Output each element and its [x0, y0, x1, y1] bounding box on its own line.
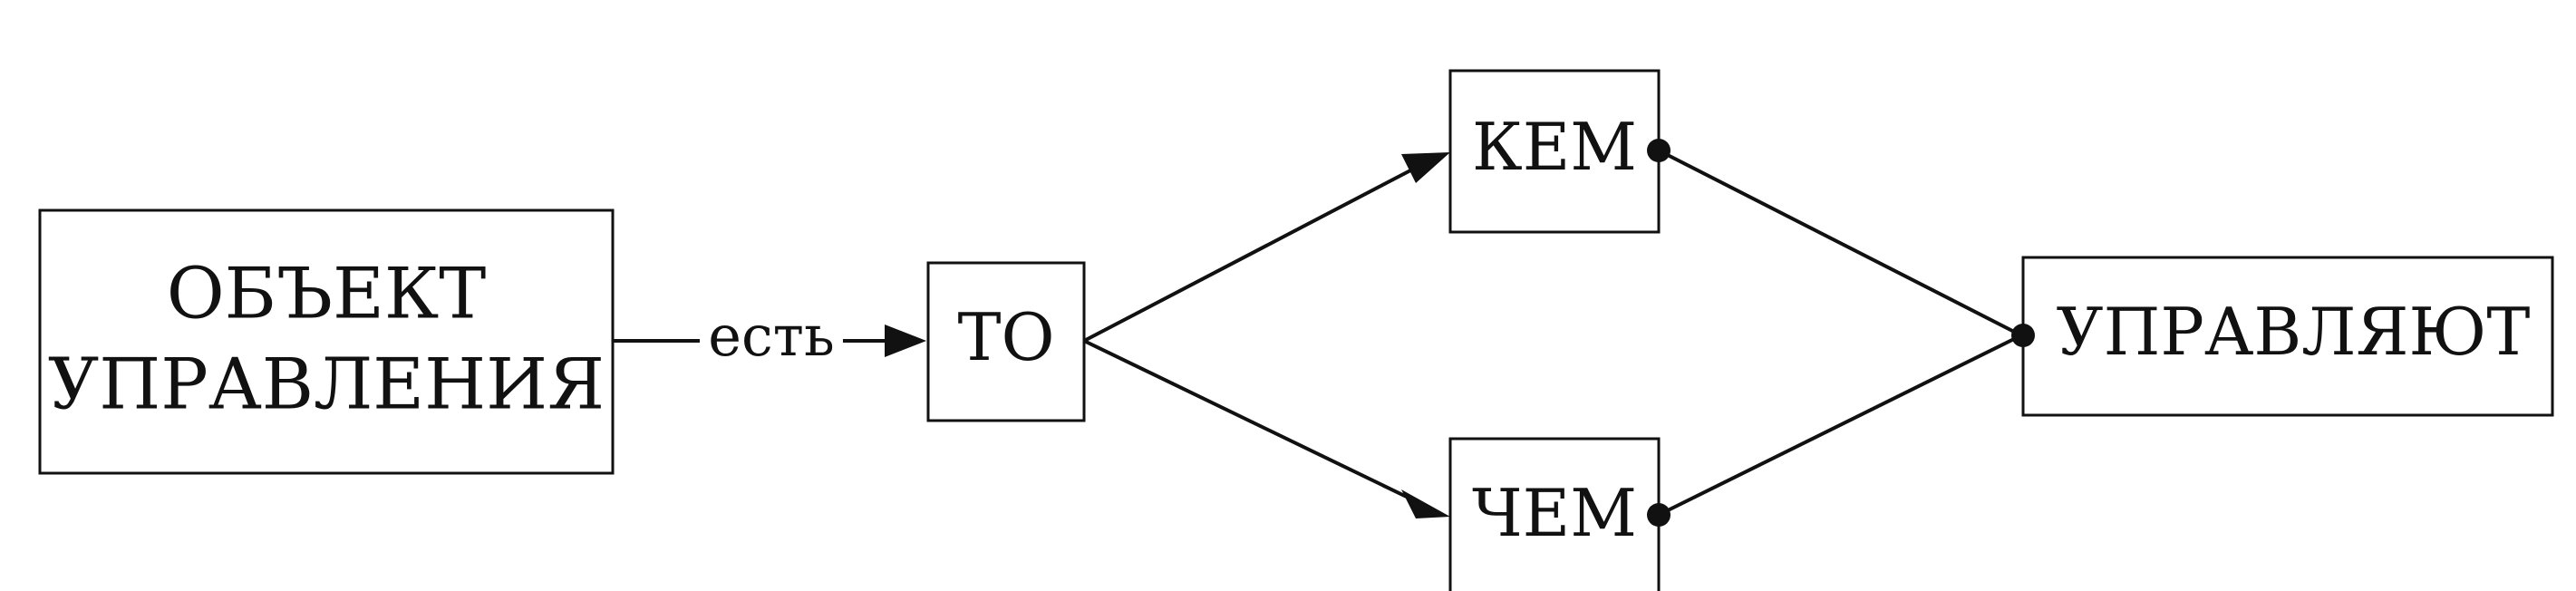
arrowhead-to [885, 325, 926, 357]
arrowhead-kem [1401, 152, 1450, 183]
node-upravlyayut-label: УПРАВЛЯЮТ [2057, 294, 2531, 370]
edge-chem-upravlyayut [1658, 334, 2022, 517]
node-object-line1: ОБЪЕКТ [167, 254, 487, 335]
node-object-box [38, 208, 615, 475]
node-upravlyayut: УПРАВЛЯЮТ [2011, 256, 2554, 417]
node-kem: КЕМ [1448, 69, 1671, 234]
node-object-line2: УПРАВЛЕНИЯ [48, 344, 605, 426]
edge-label-est: есть [708, 303, 834, 369]
node-chem: ЧЕМ [1448, 437, 1671, 591]
kem-output-dot [1647, 139, 1671, 162]
node-to-label: ТО [957, 299, 1054, 375]
node-chem-label: ЧЕМ [1472, 475, 1637, 551]
node-to: ТО [926, 261, 1086, 422]
edge-to-kem [1083, 167, 1415, 343]
node-to-box [926, 261, 1086, 422]
edges [613, 149, 2022, 518]
chem-output-dot [1647, 503, 1671, 527]
node-object: ОБЪЕКТ УПРАВЛЕНИЯ [38, 208, 615, 475]
upravlyayut-input-dot [2011, 324, 2035, 347]
node-kem-label: КЕМ [1472, 109, 1637, 185]
arrowhead-chem [1401, 489, 1450, 518]
node-upravlyayut-box [2021, 256, 2554, 417]
edge-kem-upravlyayut [1658, 149, 2022, 337]
edge-to-chem [1083, 339, 1415, 502]
